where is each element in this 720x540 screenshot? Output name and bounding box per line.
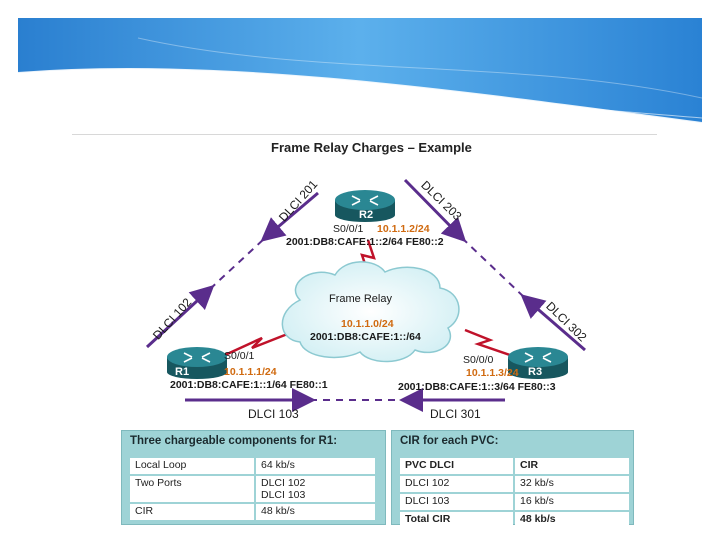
total-label: Total CIR [400, 512, 513, 528]
table-row: Two Ports DLCI 102 DLCI 103 [130, 476, 375, 502]
r2-ipv6: 2001:DB8:CAFE:1::2/64 FE80::2 [286, 236, 444, 248]
port-dlci-2: DLCI 103 [261, 489, 306, 501]
router-r1 [167, 347, 227, 379]
table-total-row: Total CIR 48 kb/s [400, 512, 629, 528]
table-cell: 16 kb/s [515, 494, 629, 510]
dlci-103-label: DLCI 103 [248, 407, 299, 421]
cir-panel: CIR for each PVC: PVC DLCI CIR DLCI 102 … [391, 430, 634, 528]
table-row: DLCI 102 32 kb/s [400, 476, 629, 492]
table-cell: 64 kb/s [256, 458, 375, 474]
r1-charges-header: Three chargeable components for R1: [130, 435, 338, 447]
r2-interface: S0/0/1 [333, 223, 364, 235]
table-cell: DLCI 102 [400, 476, 513, 492]
r1-ipv4: 10.1.1.1/24 [224, 366, 277, 378]
router-r2-name: R2 [359, 209, 374, 221]
cloud-ipv6: 2001:DB8:CAFE:1::/64 [310, 331, 421, 343]
r1-ipv6: 2001:DB8:CAFE:1::1/64 FE80::1 [170, 379, 328, 391]
total-value: 48 kb/s [515, 512, 629, 528]
r1-interface: S0/0/1 [224, 350, 255, 362]
table-header-row: PVC DLCI CIR [400, 458, 629, 474]
pvc-r2-r3 [403, 178, 586, 352]
router-r3 [508, 347, 568, 379]
access-link-r3 [464, 328, 511, 357]
r2-ipv4: 10.1.1.2/24 [377, 223, 430, 235]
table-cell: 48 kb/s [256, 504, 375, 520]
table-cell: DLCI 102 DLCI 103 [256, 476, 375, 502]
diagram-title: Frame Relay Charges – Example [271, 140, 472, 155]
r3-ipv4: 10.1.1.3/24 [466, 367, 519, 379]
router-r2 [335, 190, 395, 222]
table-row: CIR 48 kb/s [130, 504, 375, 520]
cloud-label: Frame Relay [329, 293, 392, 305]
cir-header: CIR for each PVC: [400, 435, 499, 447]
frame-relay-cloud [281, 261, 460, 363]
r1-charges-table: Local Loop 64 kb/s Two Ports DLCI 102 DL… [128, 456, 377, 522]
r3-ipv6: 2001:DB8:CAFE:1::3/64 FE80::3 [398, 381, 556, 393]
port-dlci-1: DLCI 102 [261, 477, 306, 489]
r1-charges-panel: Three chargeable components for R1: Loca… [121, 430, 386, 525]
table-cell: 32 kb/s [515, 476, 629, 492]
column-header: PVC DLCI [400, 458, 513, 474]
table-cell: Local Loop [130, 458, 254, 474]
access-link-r1 [224, 331, 291, 357]
table-cell: CIR [130, 504, 254, 520]
table-cell: Two Ports [130, 476, 254, 502]
table-row: DLCI 103 16 kb/s [400, 494, 629, 510]
table-row: Local Loop 64 kb/s [130, 458, 375, 474]
router-r3-name: R3 [528, 366, 543, 378]
pvc-r1-r2 [145, 191, 319, 349]
cir-table: PVC DLCI CIR DLCI 102 32 kb/s DLCI 103 1… [398, 456, 631, 530]
table-cell: DLCI 103 [400, 494, 513, 510]
dlci-301-label: DLCI 301 [430, 407, 481, 421]
router-r1-name: R1 [175, 366, 190, 378]
column-header: CIR [515, 458, 629, 474]
header-banner [18, 18, 702, 123]
r3-interface: S0/0/0 [463, 354, 494, 366]
cloud-ipv4: 10.1.1.0/24 [341, 318, 394, 330]
divider [72, 134, 657, 135]
